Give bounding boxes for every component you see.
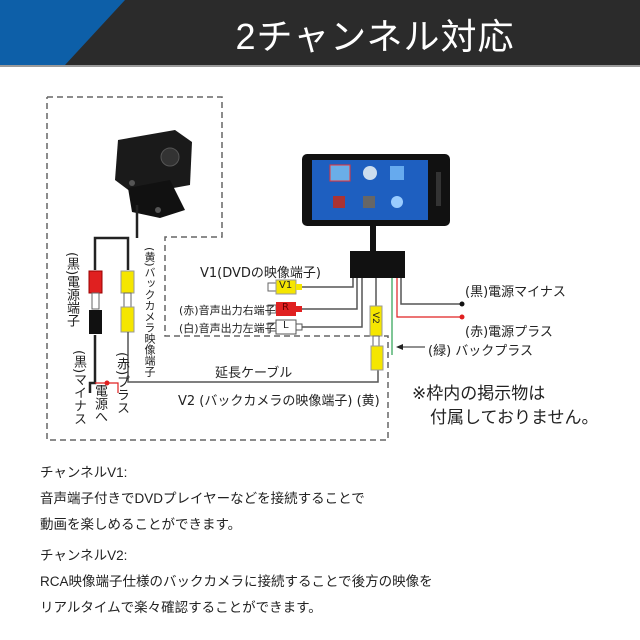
page-title: 2チャンネル対応 bbox=[235, 16, 515, 57]
power-minus-label: (黒)電源マイナス bbox=[465, 285, 566, 300]
not-included-note: ※枠内の掲示物は 付属しておりません。 bbox=[412, 382, 598, 430]
channel-v2-description: チャンネルV2: RCA映像端子仕様のバックカメラに接続することで後方の映像を … bbox=[40, 543, 433, 621]
right-audio-label: (赤)音声出力右端子 bbox=[179, 304, 276, 317]
to-power-label: 電源へ bbox=[92, 384, 107, 423]
v1-label: V1(DVDの映像端子) bbox=[200, 266, 321, 281]
plus-label: (赤)プラス bbox=[114, 352, 129, 415]
camera-power-label: (黒)電源端子 bbox=[64, 252, 79, 328]
minus-label: (黒)マイナス bbox=[71, 350, 86, 426]
right-tag: R bbox=[282, 302, 289, 313]
junction-box bbox=[350, 251, 405, 278]
v1-line-1: 音声端子付きでDVDプレイヤーなどを接続することで bbox=[40, 491, 365, 506]
header-banner: 2チャンネル対応 bbox=[0, 0, 640, 67]
monitor-image bbox=[302, 154, 450, 226]
note-line-1: ※枠内の掲示物は bbox=[412, 384, 546, 404]
camera-video-label: (黄)バックカメラ映像端子 bbox=[143, 247, 156, 377]
v2-line-1: RCA映像端子仕様のバックカメラに接続することで後方の映像を bbox=[40, 574, 433, 589]
v2-line-2: リアルタイムで楽々確認することができます。 bbox=[40, 600, 322, 615]
v2-title: チャンネルV2: bbox=[40, 548, 128, 563]
extension-cable-label: 延長ケーブル bbox=[215, 366, 293, 381]
not-included-boundary bbox=[46, 96, 389, 441]
note-line-2: 付属しておりません。 bbox=[430, 408, 599, 428]
v1-title: チャンネルV1: bbox=[40, 465, 128, 480]
left-audio-label: (白)音声出力左端子 bbox=[179, 322, 276, 335]
v1-tag: V1 bbox=[279, 280, 293, 291]
back-camera-image bbox=[115, 130, 192, 218]
back-plus-label: (緑) バックプラス bbox=[428, 344, 534, 359]
v2-label: V2 (バックカメラの映像端子) (黄) bbox=[178, 394, 380, 409]
left-tag: L bbox=[283, 320, 289, 331]
v2-tag: V2 bbox=[370, 312, 380, 324]
header-accent-triangle bbox=[65, 0, 125, 65]
v1-line-2: 動画を楽しめることができます。 bbox=[40, 517, 242, 532]
power-plus-label: (赤)電源プラス bbox=[465, 325, 553, 340]
header-accent bbox=[0, 0, 65, 65]
channel-v1-description: チャンネルV1: 音声端子付きでDVDプレイヤーなどを接続することで 動画を楽し… bbox=[40, 460, 365, 538]
